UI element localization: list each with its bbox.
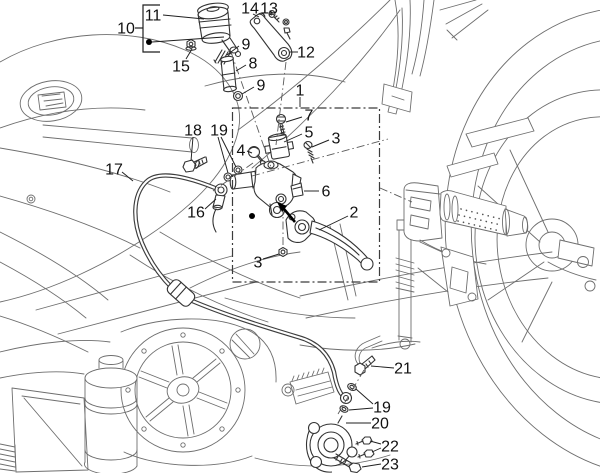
slave-cylinder: [305, 415, 358, 473]
callout-leader: [370, 365, 395, 369]
callout-leader: [283, 133, 303, 143]
callout-label-20: 20: [371, 416, 389, 433]
canister: [84, 355, 138, 473]
callout-label-22: 22: [381, 439, 399, 456]
hose-grommet: [166, 279, 196, 307]
callout-label-3: 3: [254, 255, 263, 272]
callout-label-2: 2: [350, 205, 359, 222]
callout-leader: [226, 45, 240, 56]
callout-leader: [369, 440, 382, 445]
callout-label-9: 9: [257, 78, 266, 95]
hose: [133, 173, 346, 399]
frame-and-bodywork: [35, 0, 401, 335]
swingarm: [299, 239, 597, 319]
callout-leader: [190, 136, 194, 162]
reservoir-nut: [185, 38, 197, 51]
footrest-bracket: [417, 241, 479, 307]
callout-label-17: 17: [105, 162, 123, 179]
callout-label-21: 21: [394, 361, 412, 378]
callout-leader: [268, 13, 273, 16]
callout-leader: [204, 198, 217, 210]
callout-leader: [185, 48, 193, 60]
callout-leader: [121, 171, 134, 182]
callout-leader: [361, 463, 382, 468]
reservoir: [197, 2, 242, 58]
hose-fitting: [212, 183, 228, 233]
callout-leader: [252, 13, 260, 18]
handlebar: [42, 124, 199, 153]
o-ring: [232, 90, 244, 102]
callout-label-5: 5: [305, 125, 314, 142]
callout-leader: [235, 64, 247, 72]
callout-label-15: 15: [172, 59, 190, 76]
banjo-bolt-upper: [182, 156, 208, 173]
callout-label-8: 8: [249, 56, 258, 73]
hose-washers-lower: [339, 382, 357, 413]
construction-line: [379, 187, 413, 203]
callout-leader: [162, 14, 205, 20]
pushrod-sleeve: [220, 55, 237, 93]
callout-label-1: 1: [296, 83, 305, 100]
callout-leader: [285, 116, 303, 123]
callout-leader: [311, 139, 330, 148]
callout-leader: [241, 86, 255, 95]
callout-label-14: 14: [241, 1, 259, 18]
tail-panel: [381, 0, 489, 115]
banjo-bolt-lower: [354, 355, 376, 376]
callout-label-6: 6: [322, 184, 331, 201]
callout-label-19: 19: [373, 400, 391, 417]
callout-leader: [246, 150, 253, 154]
callout-label-10: 10: [117, 21, 135, 38]
fuel-tank: [0, 34, 240, 353]
engine: [120, 318, 416, 467]
callout-label-13: 13: [260, 1, 278, 18]
assembly-dot: [249, 213, 255, 219]
pivot-nut: [278, 246, 288, 258]
mounting-bolts: [355, 436, 375, 459]
hose-end-banjo: [339, 391, 353, 405]
master-cylinder-assembly: [229, 113, 374, 271]
rider-footpeg: [281, 367, 335, 405]
callout-label-19: 19: [210, 123, 228, 140]
callout-label-11: 11: [145, 8, 162, 25]
linkage-arm: [249, 13, 293, 62]
callout-label-12: 12: [297, 45, 315, 62]
callout-leader: [348, 407, 374, 411]
construction-line: [230, 51, 272, 168]
callout-label-7: 7: [305, 108, 314, 125]
callout-leader: [262, 253, 280, 260]
callout-leader: [355, 388, 374, 405]
callout-label-4: 4: [237, 143, 246, 160]
clamp: [264, 133, 295, 160]
assembly-box: [231, 107, 381, 283]
adjuster-screw: [303, 140, 315, 164]
callout-label-3: 3: [332, 131, 341, 148]
spacer-wedge: [290, 182, 304, 198]
callout-label-9: 9: [242, 37, 251, 54]
assembly-dot-leader: [151, 36, 225, 43]
construction-line: [251, 138, 389, 177]
callout-leader: [318, 215, 349, 231]
direction-arrow-head: [277, 202, 287, 212]
frame-left-lower: [0, 340, 111, 473]
callout-leader: [217, 136, 229, 174]
callout-label-18: 18: [184, 123, 202, 140]
handlebar-grip-assembly: [403, 182, 529, 265]
clutch-lever: [285, 210, 374, 271]
construction-line: [275, 61, 287, 146]
construction-line: [337, 369, 365, 415]
callout-label-16: 16: [187, 205, 205, 222]
callout-label-23: 23: [381, 457, 399, 473]
callout-leader: [220, 136, 237, 168]
clamp-bolt: [275, 113, 287, 135]
callout-leader: [371, 447, 382, 453]
assembly-dot: [146, 39, 152, 45]
direction-arrow-tail: [283, 208, 296, 223]
